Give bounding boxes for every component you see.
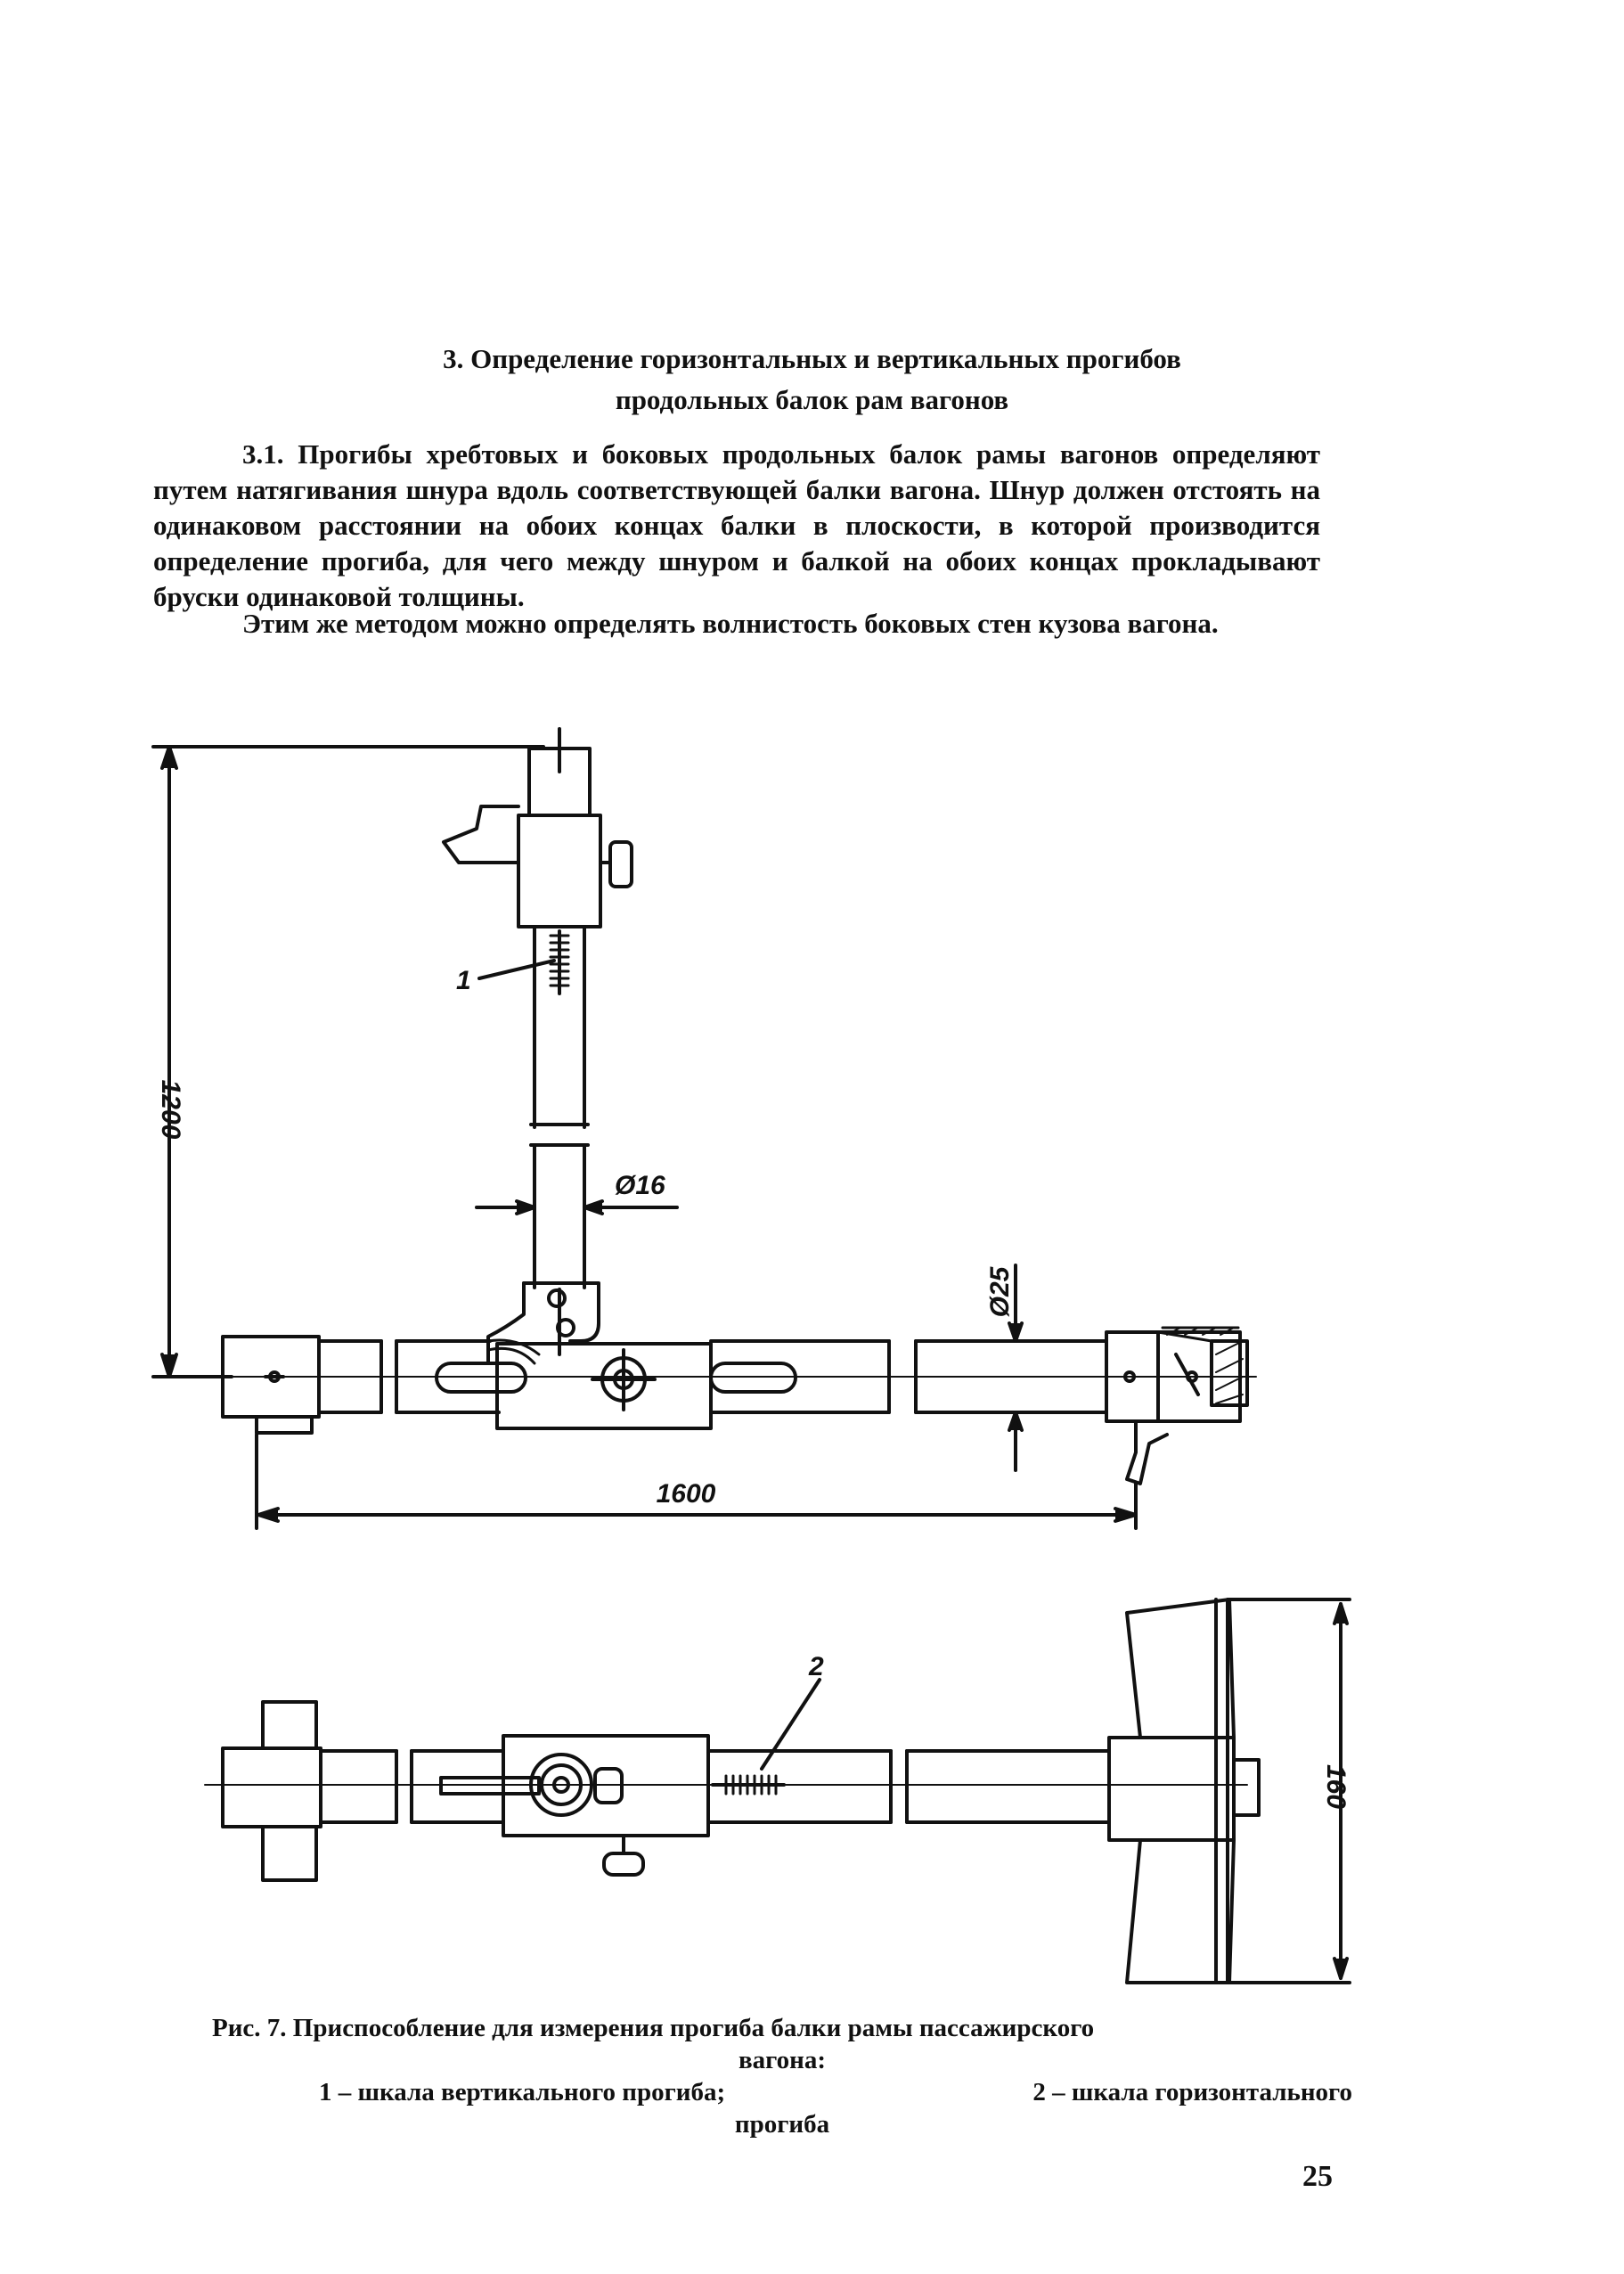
page-number: 25 (1302, 2160, 1333, 2193)
dim-height-label: 1200 (156, 1080, 185, 1140)
figure-caption: Рис. 7. Приспособление для измерения про… (212, 2012, 1352, 2140)
paragraph-3-1: 3.1. Прогибы хребтовых и боковых продоль… (153, 437, 1320, 615)
caption-legend-1: 1 – шкала вертикального прогиба; (319, 2078, 726, 2106)
length-dimension (255, 1433, 1138, 1530)
caption-legend: 1 – шкала вертикального прогиба; 2 – шка… (212, 2076, 1352, 2108)
width-dimension (1333, 1602, 1349, 1980)
caption-legend-2: 2 – шкала горизонтального (1032, 2078, 1352, 2106)
dim-rod-diameter-label: Ø16 (615, 1171, 665, 1200)
section-heading: 3. Определение горизонтальных и вертикал… (223, 339, 1401, 421)
paragraph-wave-method: Этим же методом можно определять волнист… (153, 606, 1320, 642)
callout-1-label: 1 (456, 966, 471, 995)
caption-line-2: вагона: (739, 2046, 826, 2074)
caption-line-4: прогиба (734, 2110, 830, 2139)
dim-width-label: 160 (1321, 1764, 1351, 1809)
horizontal-beam (195, 1326, 1257, 1485)
vertical-rod-lower (475, 1143, 679, 1365)
tube-diameter-dimension (1008, 1264, 1024, 1472)
callout-2-label: 2 (808, 1652, 824, 1681)
plan-view (204, 1598, 1351, 1984)
paragraph-3-1-text: 3.1. Прогибы хребтовых и боковых продоль… (153, 438, 1320, 612)
section-title-line-2: продольных балок рам вагонов (615, 384, 1009, 415)
vertical-rod-upper (442, 727, 633, 1147)
caption-line-1: Рис. 7. Приспособление для измерения про… (212, 2014, 1095, 2042)
height-dimension (151, 745, 545, 1378)
paragraph-wave-method-text: Этим же методом можно определять волнист… (242, 608, 1219, 639)
dim-length-label: 1600 (657, 1479, 716, 1509)
section-title-line-1: 3. Определение горизонтальных и вертикал… (443, 343, 1181, 374)
dim-tube-diameter-label: Ø25 (985, 1265, 1015, 1317)
